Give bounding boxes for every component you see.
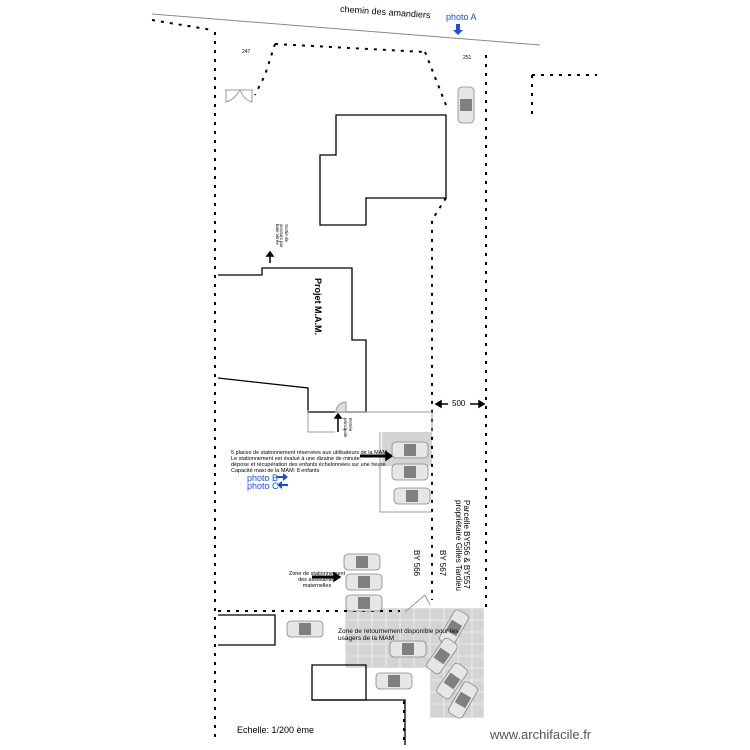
car-icon [448,681,478,719]
car-icon [391,463,429,481]
parcel-number-left: 247 [242,49,251,55]
main-entrance-label: Entrée principale [343,418,354,438]
car-icon [345,573,383,591]
photo-c-label: photo C [247,481,279,492]
parking-note-line: Capacité maxi de la MAM: 8 enfants [231,468,320,475]
parking-note-line: Le stationnement est évalué à une dizain… [231,456,362,463]
photo-arrows [277,24,463,489]
site-lines [307,410,433,513]
parcel-number-right: 251 [463,55,472,61]
car-icon [457,86,475,124]
turnaround-zone-label: Zone de retournement disponible pour les… [338,628,459,643]
car-icon [389,640,427,658]
car-icon [393,487,431,505]
project-title: Projet M.A.M. [313,278,323,336]
parking-note-line: dépose et récupération des enfants échel… [231,462,387,469]
car-icon [391,441,429,459]
photo-bc-labels: photo B photo C [247,473,279,492]
hedge-fences [151,19,597,740]
neighbor-parcel-label: Parcelle BY556 & BY557 propriétaire Gill… [454,500,471,592]
car-icon [286,620,324,638]
parking-note: 5 places de stationnement réservées aux … [231,450,388,474]
buildings [217,114,447,745]
staff-parking-label: Zone de stationnement des assistantes ma… [288,571,346,590]
neighbor-parcel-line: Parcelle BY556 & BY557 [462,500,471,589]
watermark: www.archifacile.fr [490,727,592,742]
dimension-label: 500 [452,399,466,408]
photo-b-label: photo B [247,473,279,483]
parcel-by566: BY 566 [412,550,421,577]
parcel-by567: BY 567 [438,550,447,577]
car-icon [426,637,458,675]
emergency-exit-label: Sortie de secours par baie vitrée [275,224,289,248]
scale-label: Echelle: 1/200 ème [237,725,315,735]
car-icon [436,662,468,700]
arrows [265,250,486,583]
neighbor-parcel-line: propriétaire Gilles Tardieu [454,500,463,592]
street-edge [151,13,541,46]
photo-a-label: photo A [446,12,477,22]
parking-note-line: 5 places de stationnement réservées aux … [231,450,389,456]
gate-icon [225,89,431,613]
car-icon [375,672,413,690]
car-icon [343,553,381,571]
cars [286,86,478,719]
car-icon [345,594,383,612]
